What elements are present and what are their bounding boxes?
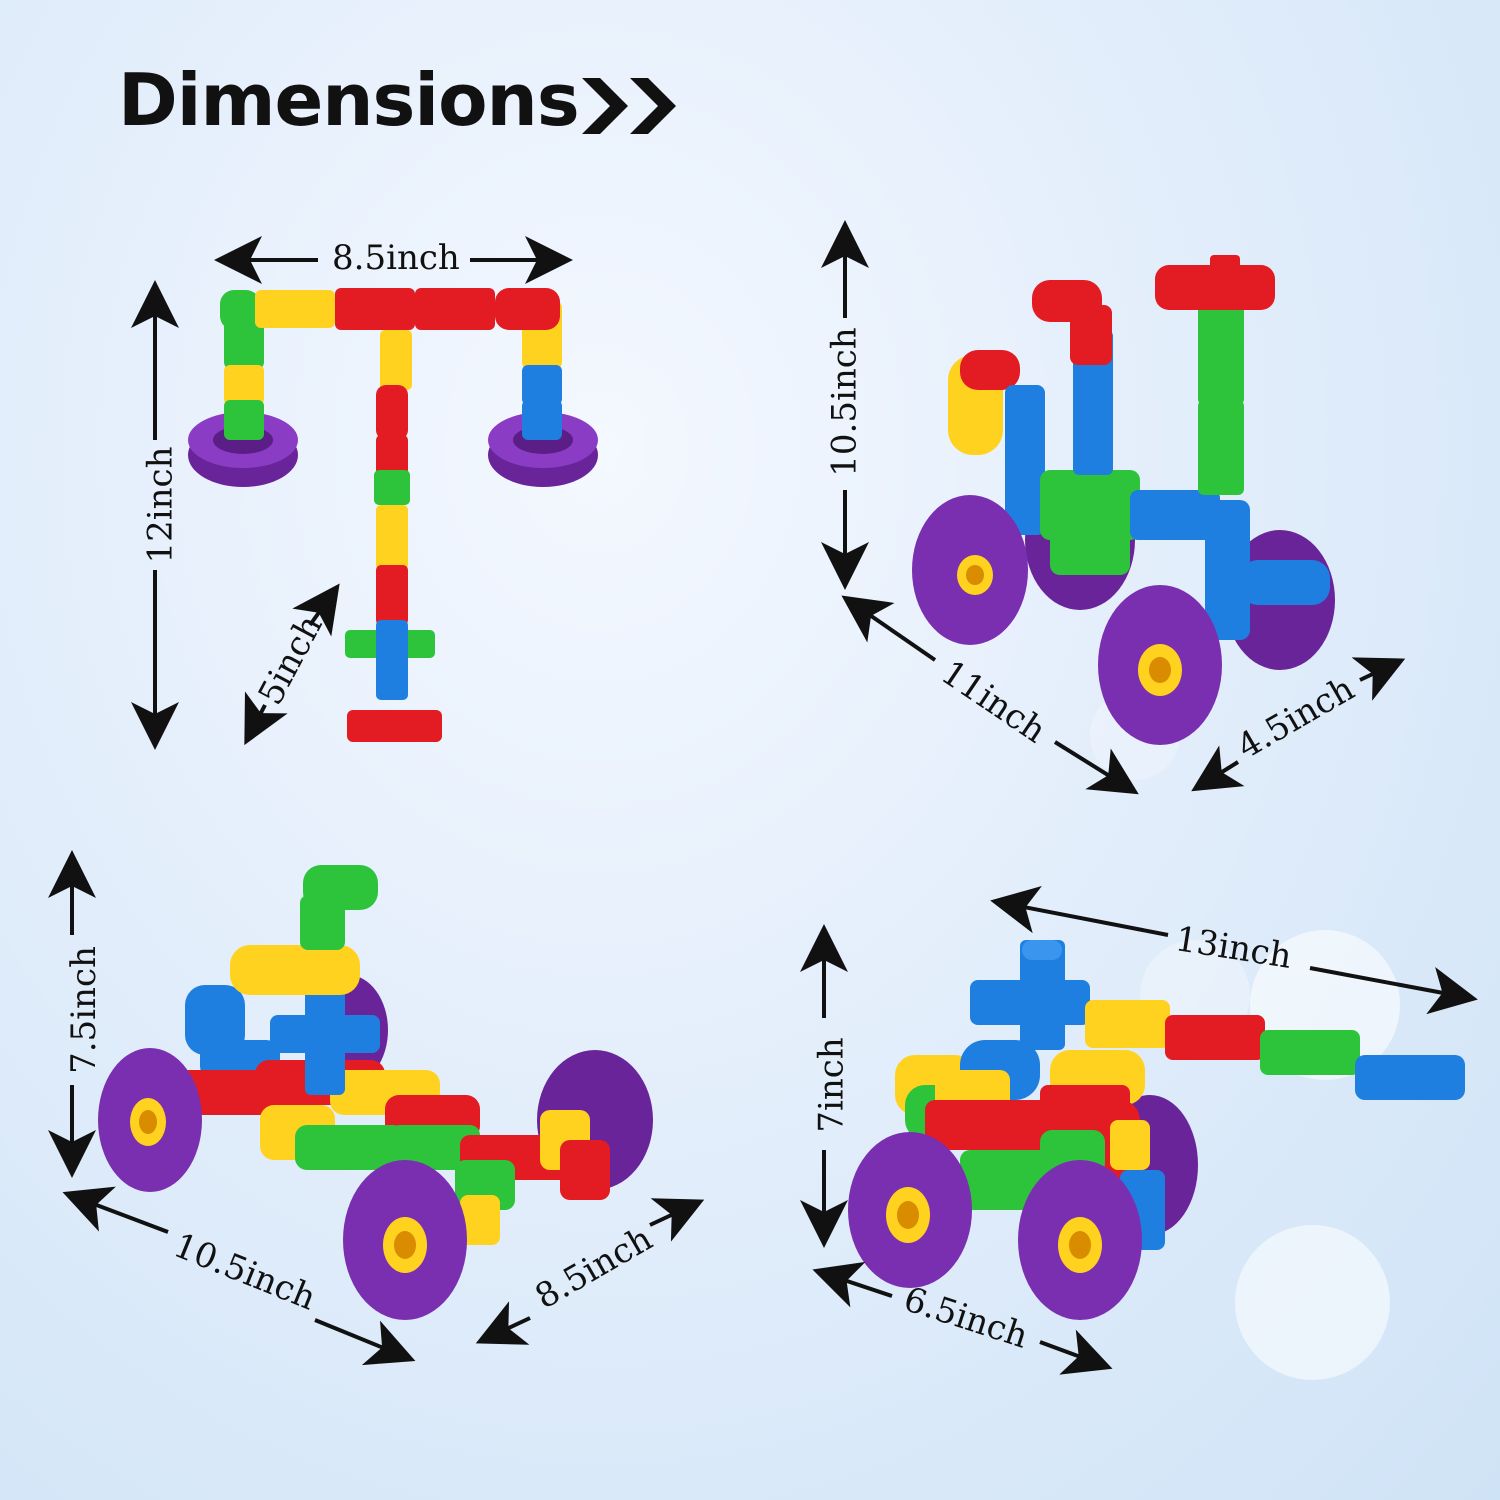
car-height-label: 7.5inch [63, 946, 104, 1074]
bike-height-label: 10.5inch [824, 327, 865, 477]
plane-width-label: 8.5inch [332, 238, 460, 278]
dimension-arrow [812, 1261, 893, 1308]
dimension-arrow [990, 886, 1169, 937]
dimension-arrow [1351, 657, 1406, 701]
dimension-arrow [292, 583, 340, 637]
plane-height-label: 12inch [140, 446, 181, 564]
bokeh-circle [1235, 1225, 1390, 1380]
dimension-arrow [1053, 740, 1139, 795]
dimension-arrow [649, 1198, 705, 1242]
dimension-arrow [841, 595, 937, 662]
dimension-arrow [62, 1186, 169, 1234]
dimension-arrow [314, 1318, 416, 1366]
dimension-arrow [244, 691, 288, 746]
tank-model [848, 940, 1465, 1320]
plane-model [188, 288, 598, 742]
page-title: Dimensions [118, 58, 580, 142]
tank-height-label: 7inch [811, 1037, 852, 1133]
dimension-arrow [1191, 745, 1245, 792]
dimension-arrow [475, 1301, 531, 1345]
car-model [98, 865, 653, 1320]
double-chevron-icon [582, 78, 676, 134]
bike-model [912, 255, 1335, 745]
dimension-arrow [1309, 966, 1478, 1015]
dimension-arrow [1039, 1329, 1113, 1375]
